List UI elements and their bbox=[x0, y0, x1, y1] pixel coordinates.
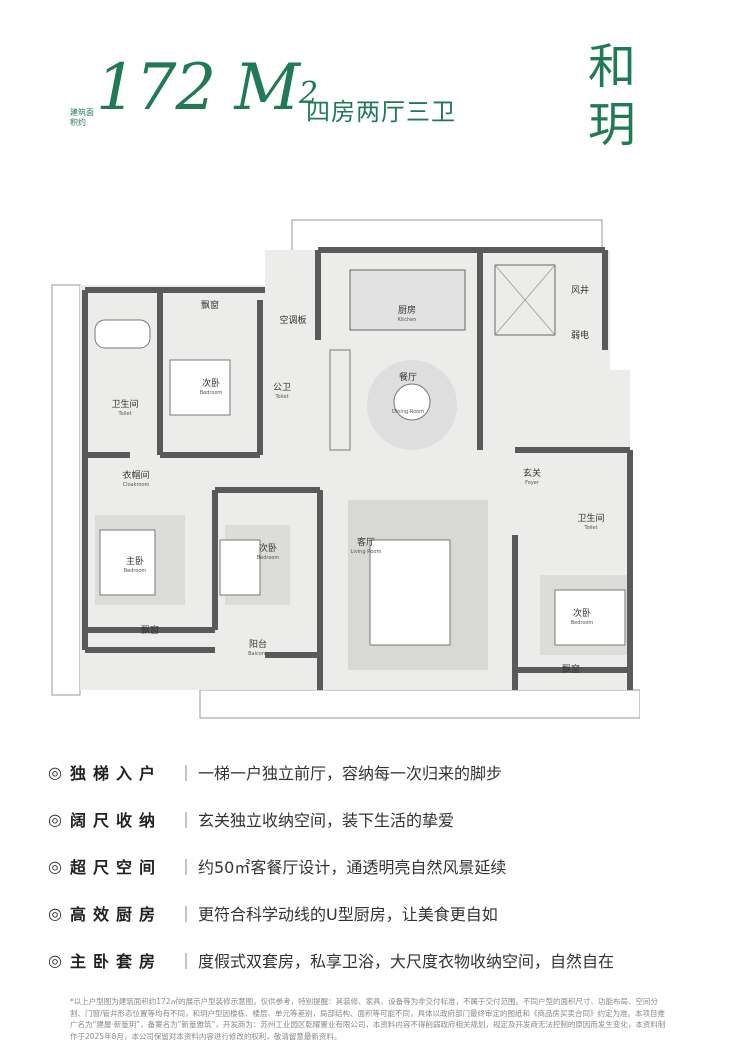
room-label-en: Bedroom bbox=[200, 390, 223, 396]
room-label-en: Toilet bbox=[583, 525, 597, 531]
room-label: 阳台 bbox=[249, 638, 267, 650]
room-label: 衣帽间 bbox=[122, 469, 149, 481]
feature-title: 超尺空间 bbox=[70, 858, 163, 877]
feature-desc: 约50㎡客餐厅设计，通透明亮自然风景延续 bbox=[198, 858, 507, 877]
feature-desc: 度假式双套房，私享卫浴，大尺度衣物收纳空间，自然自在 bbox=[198, 952, 615, 971]
feature-item: ◎ 高效厨房 ｜ 更符合科学动线的U型厨房，让美食更自如 bbox=[48, 899, 708, 927]
layout-type: 四房两厅三卫 bbox=[306, 98, 456, 126]
area-value: 172 M2 bbox=[96, 51, 318, 125]
room-label-en: Toilet bbox=[117, 411, 131, 417]
feature-item: ◎ 阔尺收纳 ｜ 玄关独立收纳空间，装下生活的挚爱 bbox=[48, 805, 708, 833]
room-label-en: Balcony bbox=[248, 651, 268, 657]
room-label-en: Dining Room bbox=[392, 409, 424, 415]
room-label: 餐厅 bbox=[399, 371, 417, 383]
feature-separator: ｜ bbox=[178, 858, 195, 877]
feature-title: 阔尺收纳 bbox=[70, 811, 163, 830]
room-label-en: Cloakroom bbox=[123, 482, 150, 488]
room-label-en: Living Room bbox=[351, 549, 382, 555]
bullet-icon: ◎ bbox=[48, 856, 62, 876]
feature-separator: ｜ bbox=[178, 952, 195, 971]
room-label: 卫生间 bbox=[111, 398, 138, 410]
room-label-en: Kitchen bbox=[398, 317, 417, 323]
feature-title: 主卧套房 bbox=[70, 952, 163, 971]
room-label: 风井 bbox=[571, 284, 589, 296]
bullet-icon: ◎ bbox=[48, 903, 62, 923]
room-label: 飘窗 bbox=[562, 663, 580, 675]
feature-separator: ｜ bbox=[178, 764, 195, 783]
room-label-en: Foyer bbox=[525, 480, 540, 486]
feature-desc: 更符合科学动线的U型厨房，让美食更自如 bbox=[198, 905, 498, 924]
area-label: 建筑面积约 bbox=[70, 108, 94, 127]
room-label: 次卧 bbox=[573, 607, 591, 619]
project-name: 和玥 bbox=[587, 39, 636, 153]
bullet-icon: ◎ bbox=[48, 950, 62, 970]
bullet-icon: ◎ bbox=[48, 762, 62, 782]
feature-separator: ｜ bbox=[178, 811, 195, 830]
feature-item: ◎ 独梯入户 ｜ 一梯一户独立前厅，容纳每一次归来的脚步 bbox=[48, 758, 708, 786]
room-label: 次卧 bbox=[202, 377, 220, 389]
room-label: 飘窗 bbox=[201, 299, 219, 311]
room-label: 玄关 bbox=[523, 467, 541, 479]
feature-item: ◎ 超尺空间 ｜ 约50㎡客餐厅设计，通透明亮自然风景延续 bbox=[48, 852, 708, 880]
feature-separator: ｜ bbox=[178, 905, 195, 924]
feature-desc: 一梯一户独立前厅，容纳每一次归来的脚步 bbox=[198, 764, 503, 783]
feature-desc: 玄关独立收纳空间，装下生活的挚爱 bbox=[198, 811, 455, 830]
feature-item: ◎ 主卧套房 ｜ 度假式双套房，私享卫浴，大尺度衣物收纳空间，自然自在 bbox=[48, 946, 708, 974]
room-label: 厨房 bbox=[398, 304, 416, 316]
room-label-en: Toilet bbox=[274, 394, 288, 400]
feature-title: 独梯入户 bbox=[70, 764, 163, 783]
room-label: 客厅 bbox=[357, 536, 375, 548]
feature-title: 高效厨房 bbox=[70, 905, 163, 924]
room-label: 公卫 bbox=[273, 382, 291, 393]
room-label: 卫生间 bbox=[577, 512, 604, 524]
room-label: 次卧 bbox=[259, 542, 277, 554]
bullet-icon: ◎ bbox=[48, 809, 62, 829]
room-label-en: Bedroom bbox=[257, 555, 280, 561]
room-label-en: Bedroom bbox=[571, 620, 594, 626]
room-label: 主卧 bbox=[126, 555, 144, 567]
room-label: 空调板 bbox=[279, 314, 306, 326]
room-label: 飘窗 bbox=[141, 624, 159, 636]
floor-plan: 飘窗 空调板 厨房 Kitchen 风井 弱电 卫生间 Toilet 次卧 Be… bbox=[51, 219, 640, 719]
room-label-en: Bedroom bbox=[124, 568, 147, 574]
disclaimer: *以上户型图为建筑面积约172㎡的展示户型装修示意图，仅供参考，特别提醒：其装修… bbox=[70, 997, 666, 1041]
room-label: 弱电 bbox=[571, 329, 589, 341]
